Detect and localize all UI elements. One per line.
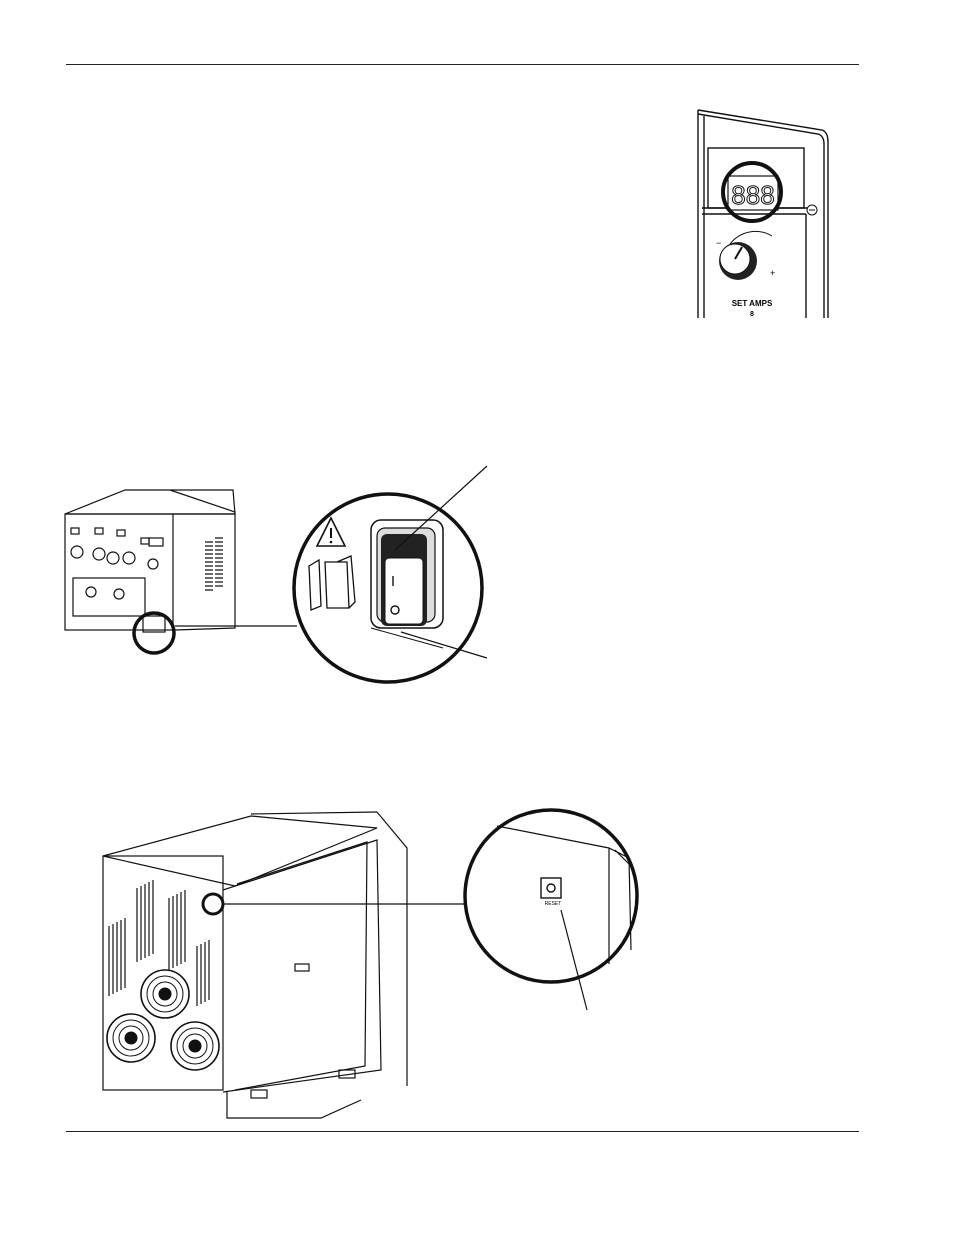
vent-slots [108, 880, 210, 1006]
knob-sub-label: 8 [750, 311, 754, 318]
knob-minus-label: − [716, 238, 721, 248]
switch-detail [292, 492, 484, 684]
reset-detail: RESET [463, 808, 639, 984]
front-panel-unit [64, 489, 236, 633]
screw-icon [806, 204, 818, 216]
warning-icon [315, 516, 347, 547]
display-callout-circle [721, 161, 783, 223]
reset-button[interactable] [540, 877, 562, 899]
reset-button-label: RESET [545, 901, 562, 907]
switch-callout-circle [132, 611, 176, 655]
reset-callout-circle [201, 892, 225, 916]
book-icon [308, 555, 356, 611]
footer-rule [66, 1131, 859, 1132]
rear-panel-figure: RESET [95, 800, 655, 1120]
set-amps-knob: − + [716, 230, 775, 280]
power-supply-cabinet [102, 811, 408, 1119]
header-rule [66, 64, 859, 65]
display-panel-figure: 888 − + SET AMPS 8 [690, 108, 840, 322]
off-mark-icon [390, 605, 400, 615]
knob-label: SET AMPS [732, 299, 773, 308]
seven-segment-display: 888 [727, 175, 779, 211]
knob-plus-label: + [770, 268, 775, 278]
power-switch-figure [55, 458, 500, 690]
display-digits: 888 [731, 180, 774, 210]
vent-slots [205, 537, 223, 591]
cooling-fans [106, 969, 220, 1071]
